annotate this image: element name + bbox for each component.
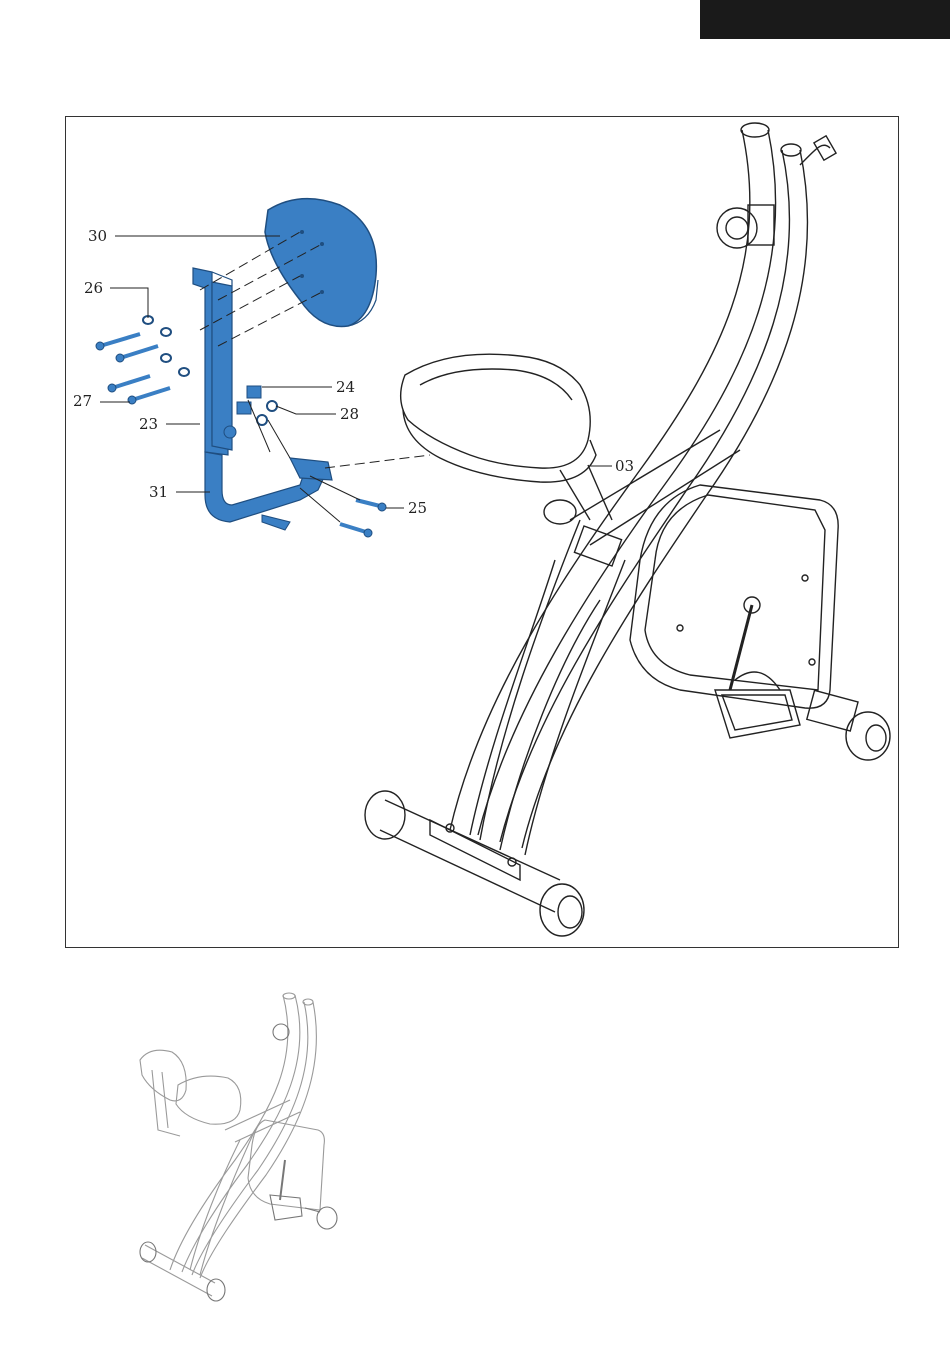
callout-03: 03 [615, 457, 634, 475]
mounting-nuts [237, 386, 277, 425]
backrest-washers [143, 316, 189, 376]
support-bolts [340, 500, 386, 537]
callout-30: 30 [88, 227, 107, 245]
callout-25: 25 [408, 499, 427, 517]
callout-23: 23 [139, 415, 158, 433]
callout-26: 26 [84, 279, 103, 297]
assembled-bike-thumbnail [140, 993, 337, 1301]
callout-27: 27 [73, 392, 92, 410]
callout-31: 31 [149, 483, 168, 501]
backrest-pad [265, 199, 376, 327]
backrest-bolts [96, 334, 170, 404]
callout-28: 28 [340, 405, 359, 423]
bike-frame [365, 123, 890, 936]
backrest-assembly [96, 199, 386, 537]
callout-24: 24 [336, 378, 355, 396]
